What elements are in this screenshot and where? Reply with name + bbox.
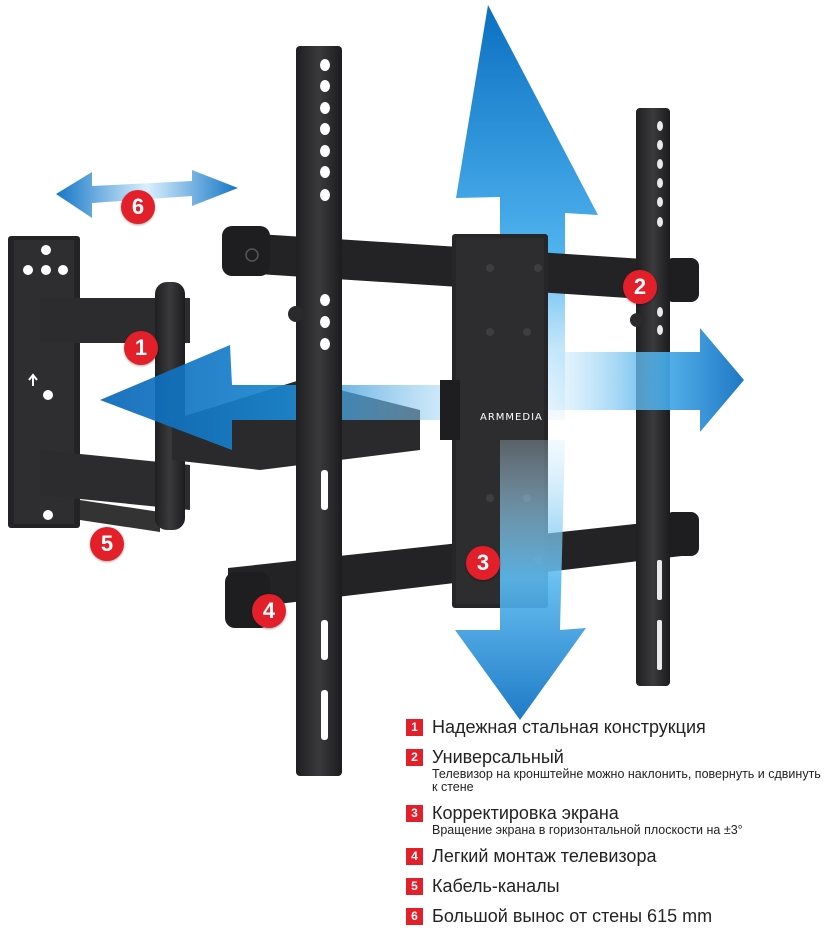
feature-item: 5 Кабель-каналы bbox=[406, 875, 824, 897]
callout-badge-1: 1 bbox=[124, 331, 158, 365]
feature-number: 1 bbox=[406, 719, 423, 736]
left-vertical-bracket bbox=[288, 46, 342, 776]
feature-item: 2 Универсальный Телевизор на кронштейне … bbox=[406, 746, 824, 794]
callout-badge-3: 3 bbox=[466, 546, 500, 580]
callout-badge-4: 4 bbox=[252, 594, 286, 628]
arrow-down-icon bbox=[455, 440, 586, 720]
feature-item: 3 Корректировка экрана Вращение экрана в… bbox=[406, 802, 824, 837]
feature-number: 3 bbox=[406, 805, 423, 822]
arrow-left-icon bbox=[100, 345, 480, 450]
feature-list: 1 Надежная стальная конструкция 2 Универ… bbox=[406, 716, 824, 935]
arrow-up-icon bbox=[456, 5, 598, 420]
arrow-right-icon bbox=[540, 328, 744, 432]
feature-subtitle: Телевизор на кронштейне можно наклонить,… bbox=[432, 767, 821, 794]
callout-badge-5: 5 bbox=[90, 527, 124, 561]
callout-badge-2: 2 bbox=[623, 270, 657, 304]
feature-number: 5 bbox=[406, 878, 423, 895]
feature-number: 6 bbox=[406, 908, 423, 925]
feature-number: 4 bbox=[406, 848, 423, 865]
feature-title: Корректировка экрана bbox=[432, 803, 619, 823]
feature-number: 2 bbox=[406, 749, 423, 766]
feature-item: 1 Надежная стальная конструкция bbox=[406, 716, 824, 738]
feature-item: 4 Легкий монтаж телевизора bbox=[406, 845, 824, 867]
feature-title: Кабель-каналы bbox=[432, 876, 560, 896]
brand-logo: ARMMEDIA bbox=[480, 412, 543, 423]
callout-badge-6: 6 bbox=[121, 190, 155, 224]
feature-title: Надежная стальная конструкция bbox=[432, 717, 706, 737]
watermark-blur bbox=[612, 880, 742, 906]
feature-item: 6 Большой вынос от стены 615 mm bbox=[406, 905, 824, 927]
feature-title: Легкий монтаж телевизора bbox=[432, 846, 657, 866]
feature-title: Универсальный bbox=[432, 747, 564, 767]
feature-title: Большой вынос от стены 615 mm bbox=[432, 906, 713, 926]
feature-subtitle: Вращение экрана в горизонтальной плоскос… bbox=[432, 823, 743, 837]
